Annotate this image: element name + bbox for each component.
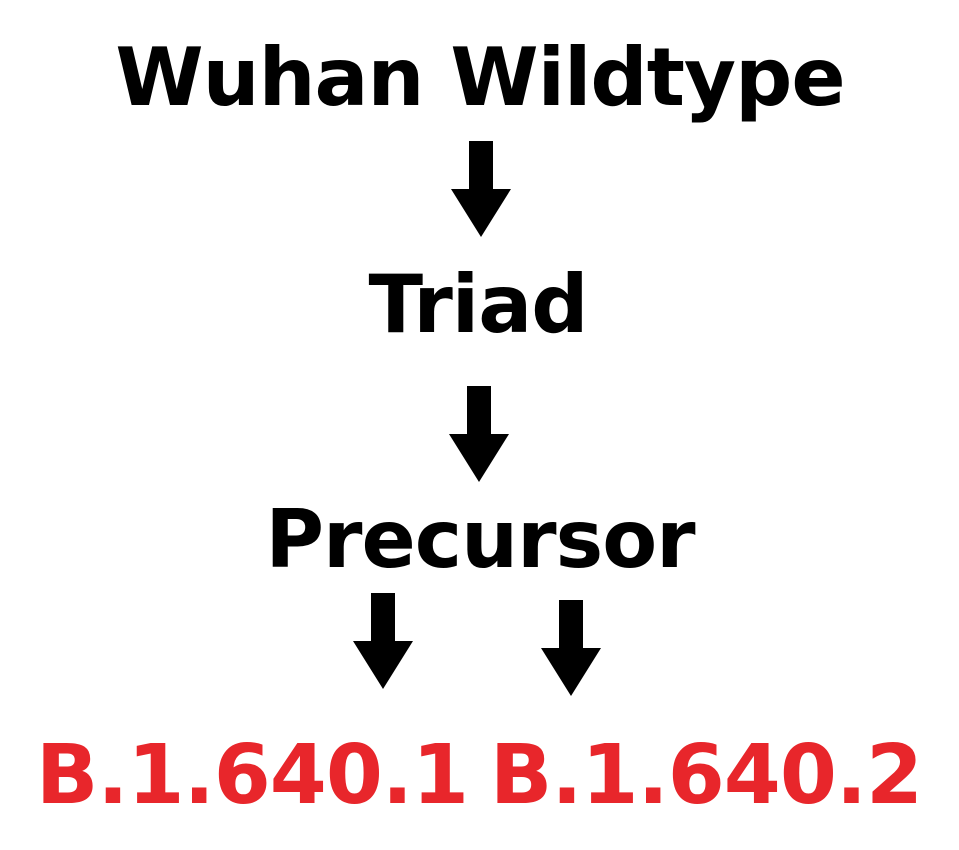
down-arrow-icon <box>451 141 511 237</box>
down-arrow-icon <box>353 593 413 689</box>
node-triad: Triad <box>368 258 589 351</box>
node-wuhan-wildtype: Wuhan Wildtype <box>115 31 845 124</box>
down-arrow-icon <box>449 386 509 482</box>
node-precursor: Precursor <box>265 493 695 586</box>
down-arrow-icon <box>541 600 601 696</box>
node-variant-b1-640-2: B.1.640.2 <box>489 728 923 823</box>
node-variant-b1-640-1: B.1.640.1 <box>35 728 469 823</box>
